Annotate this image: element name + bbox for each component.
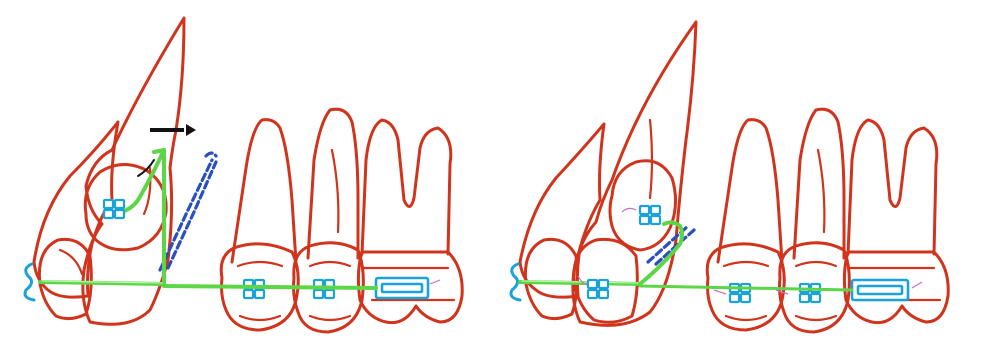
after-premolar2-bracket-icon: [800, 284, 820, 302]
lingual-cleat-icon: [25, 264, 34, 300]
incisor-contour: [60, 250, 82, 274]
force-arrow-head: [186, 124, 196, 136]
tube-ligature: [430, 280, 440, 284]
after-ligature: [622, 208, 636, 212]
after-incisor-bracket-icon: [588, 280, 608, 298]
impacted-canine-crown: [85, 164, 166, 249]
after-lateral-incisor-outline: [520, 124, 604, 297]
cantilever-dashed-2: [168, 162, 216, 268]
panel-after: [511, 22, 948, 332]
molar-tube-inner: [382, 284, 422, 292]
after-canine-bracket-icon: [640, 206, 660, 224]
canine-outline: [83, 18, 184, 324]
after-molar-tube-inner: [858, 286, 902, 294]
after-root-contour: [650, 120, 652, 198]
after-incisor-crown: [525, 239, 577, 318]
canine-bracket-icon: [104, 200, 124, 218]
premolar1-bracket-icon: [244, 280, 264, 298]
after-tube-ligature: [912, 282, 922, 288]
cantilever-dashed: [160, 160, 212, 270]
archwire-posterior: [164, 286, 376, 288]
panel-before: [25, 18, 462, 332]
cantilever-dashed-hook: [206, 153, 216, 156]
